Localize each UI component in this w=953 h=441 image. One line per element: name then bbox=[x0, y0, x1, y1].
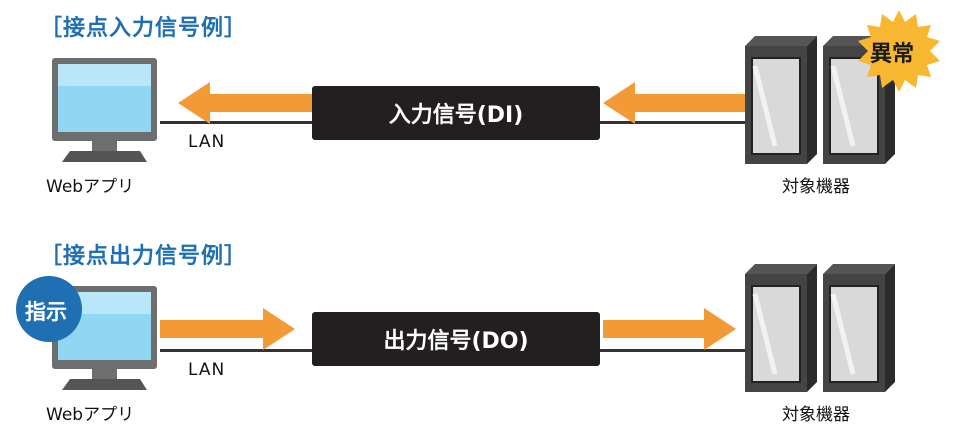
instruction-circle-badge-icon bbox=[16, 276, 82, 342]
arrow-right-icon bbox=[603, 308, 736, 350]
output-example-section: ［接点出力信号例］ 指示 出力信号(DO) LAN Webアプリ bbox=[0, 228, 953, 441]
instruction-badge-text: 指示 bbox=[25, 300, 67, 324]
equipment-label: 対象機器 bbox=[782, 177, 850, 197]
server-rack-icon bbox=[745, 36, 895, 164]
anomaly-badge-text: 異常 bbox=[870, 42, 915, 67]
computer-label: Webアプリ bbox=[46, 405, 135, 425]
input-signal-label: 入力信号(DI) bbox=[312, 86, 600, 140]
input-example-section: ［接点入力信号例］ 入力信号(DI) 異常 LA bbox=[0, 0, 953, 213]
lan-label: LAN bbox=[188, 132, 226, 152]
computer-icon bbox=[52, 58, 157, 162]
arrow-right-icon bbox=[160, 308, 295, 350]
equipment-label: 対象機器 bbox=[782, 405, 850, 425]
lan-label: LAN bbox=[188, 360, 226, 380]
arrow-left-icon bbox=[178, 82, 313, 124]
output-signal-label: 出力信号(DO) bbox=[312, 312, 600, 366]
arrow-left-icon bbox=[603, 82, 751, 124]
server-rack-icon bbox=[745, 264, 895, 392]
output-example-title: ［接点出力信号例］ bbox=[40, 244, 248, 269]
input-example-title: ［接点入力信号例］ bbox=[40, 16, 248, 41]
alert-star-badge-icon bbox=[858, 10, 940, 92]
computer-label: Webアプリ bbox=[46, 177, 135, 197]
